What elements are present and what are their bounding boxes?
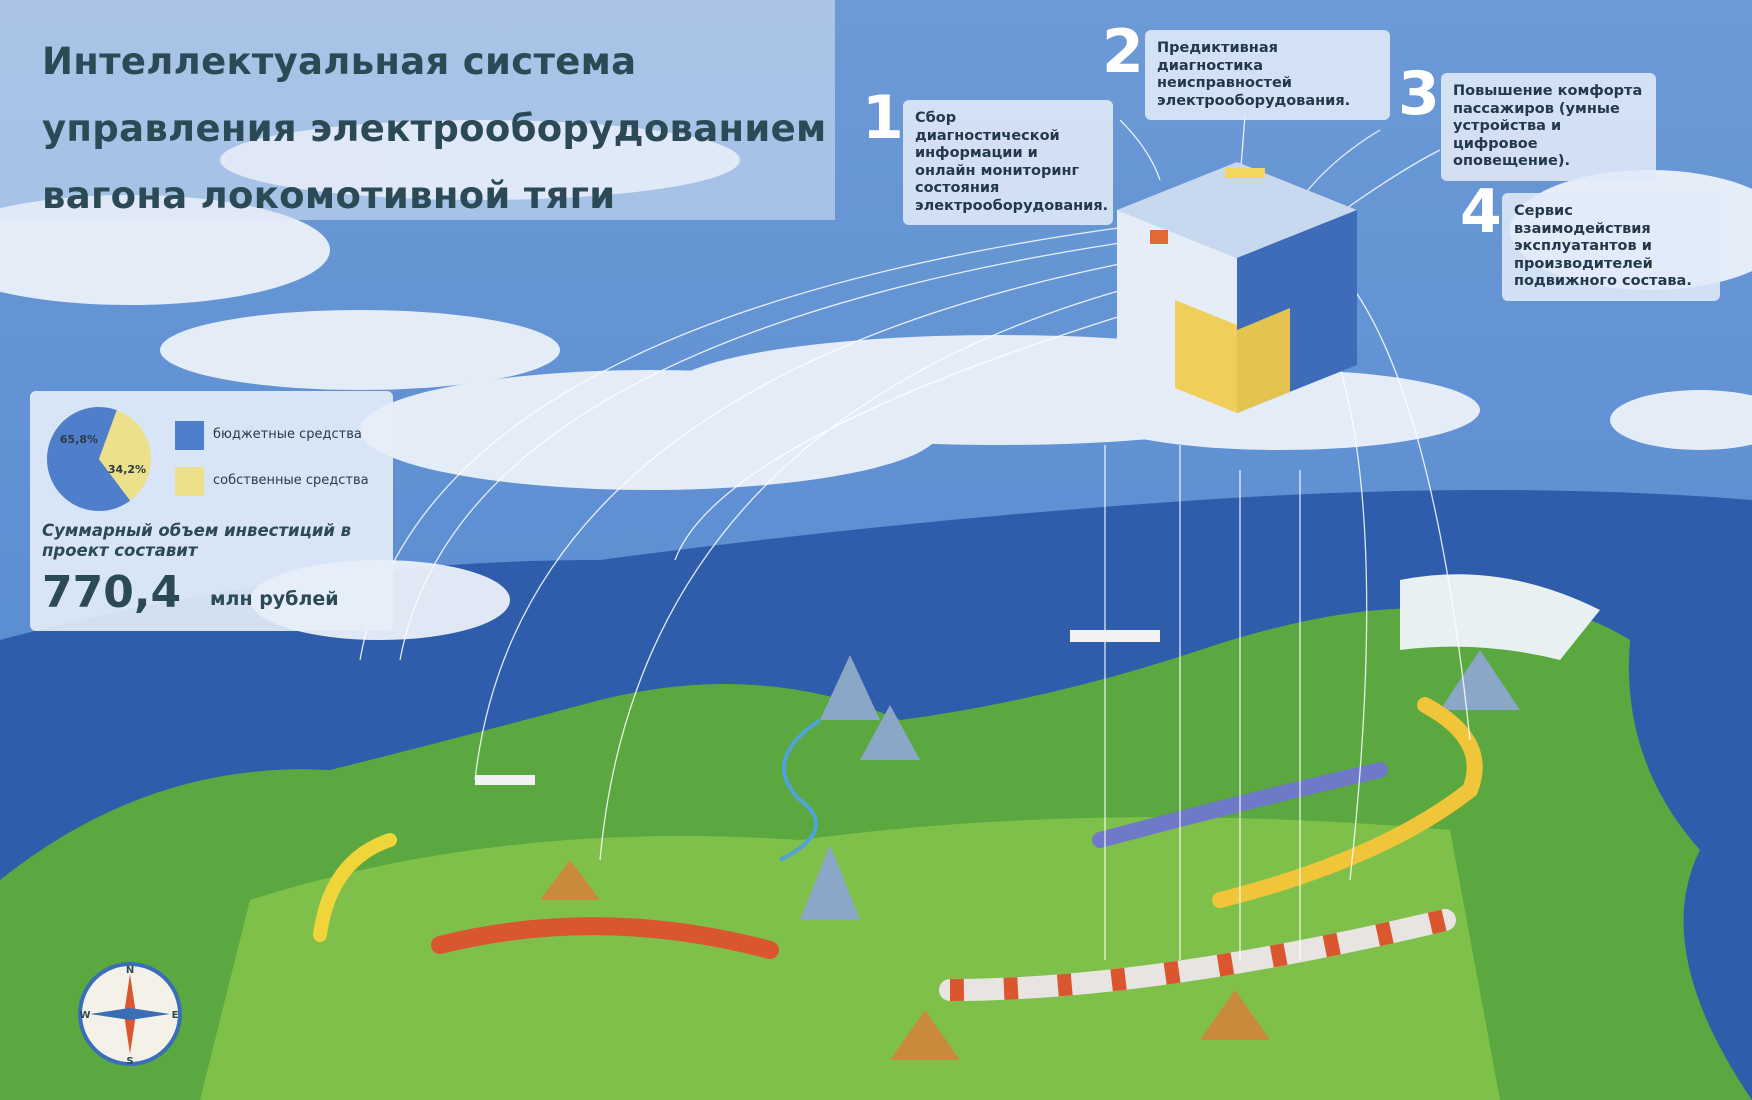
title-line: Интеллектуальная система (42, 40, 637, 83)
feature-card-1: Сбор диагностической информации и онлайн… (903, 100, 1113, 225)
investment-panel: 65,8% 34,2% бюджетные средства собственны… (30, 391, 393, 631)
compass-s: S (126, 1056, 133, 1067)
investment-caption: Суммарный объем инвестиций в проект сост… (42, 521, 352, 560)
data-streams (359, 114, 1471, 960)
legend-swatch-budget (175, 421, 204, 450)
feature-card-3: Повышение комфорта пассажиров (умные уст… (1441, 73, 1656, 181)
compass-n: N (126, 965, 134, 976)
investment-value: 770,4 (42, 567, 182, 618)
feature-number-3: 3 (1398, 59, 1440, 129)
legend-label-own: собственные средства (213, 473, 369, 488)
feature-card-4: Сервис взаимодействия эксплуатантов и пр… (1502, 193, 1720, 301)
title-panel: Интеллектуальная система управления элек… (0, 0, 835, 220)
compass-e: E (172, 1010, 179, 1021)
title-line: вагона локомотивной тяги (42, 174, 616, 217)
pie-chart: 65,8% 34,2% (47, 407, 152, 511)
legend-swatch-own (175, 467, 204, 496)
feature-number-2: 2 (1102, 17, 1144, 87)
investment-unit: млн рублей (210, 588, 339, 610)
pie-slice (99, 410, 152, 501)
feature-number-4: 4 (1460, 177, 1502, 247)
trains (313, 697, 1483, 1001)
compass-icon: N E S W (78, 962, 182, 1067)
title-line: управления электрооборудованием (42, 107, 827, 150)
legend-label-budget: бюджетные средства (213, 427, 362, 442)
page-title: Интеллектуальная система управления элек… (42, 28, 827, 229)
feature-card-2: Предиктивная диагностика неисправностей … (1145, 30, 1390, 120)
pie-label: 34,2% (108, 463, 146, 476)
ship (475, 775, 535, 785)
compass-w: W (79, 1010, 90, 1021)
data-cube (1117, 162, 1357, 413)
ship (1070, 630, 1160, 642)
pie-slice (47, 407, 131, 511)
pie-label: 65,8% (60, 433, 98, 446)
feature-number-1: 1 (862, 83, 904, 153)
